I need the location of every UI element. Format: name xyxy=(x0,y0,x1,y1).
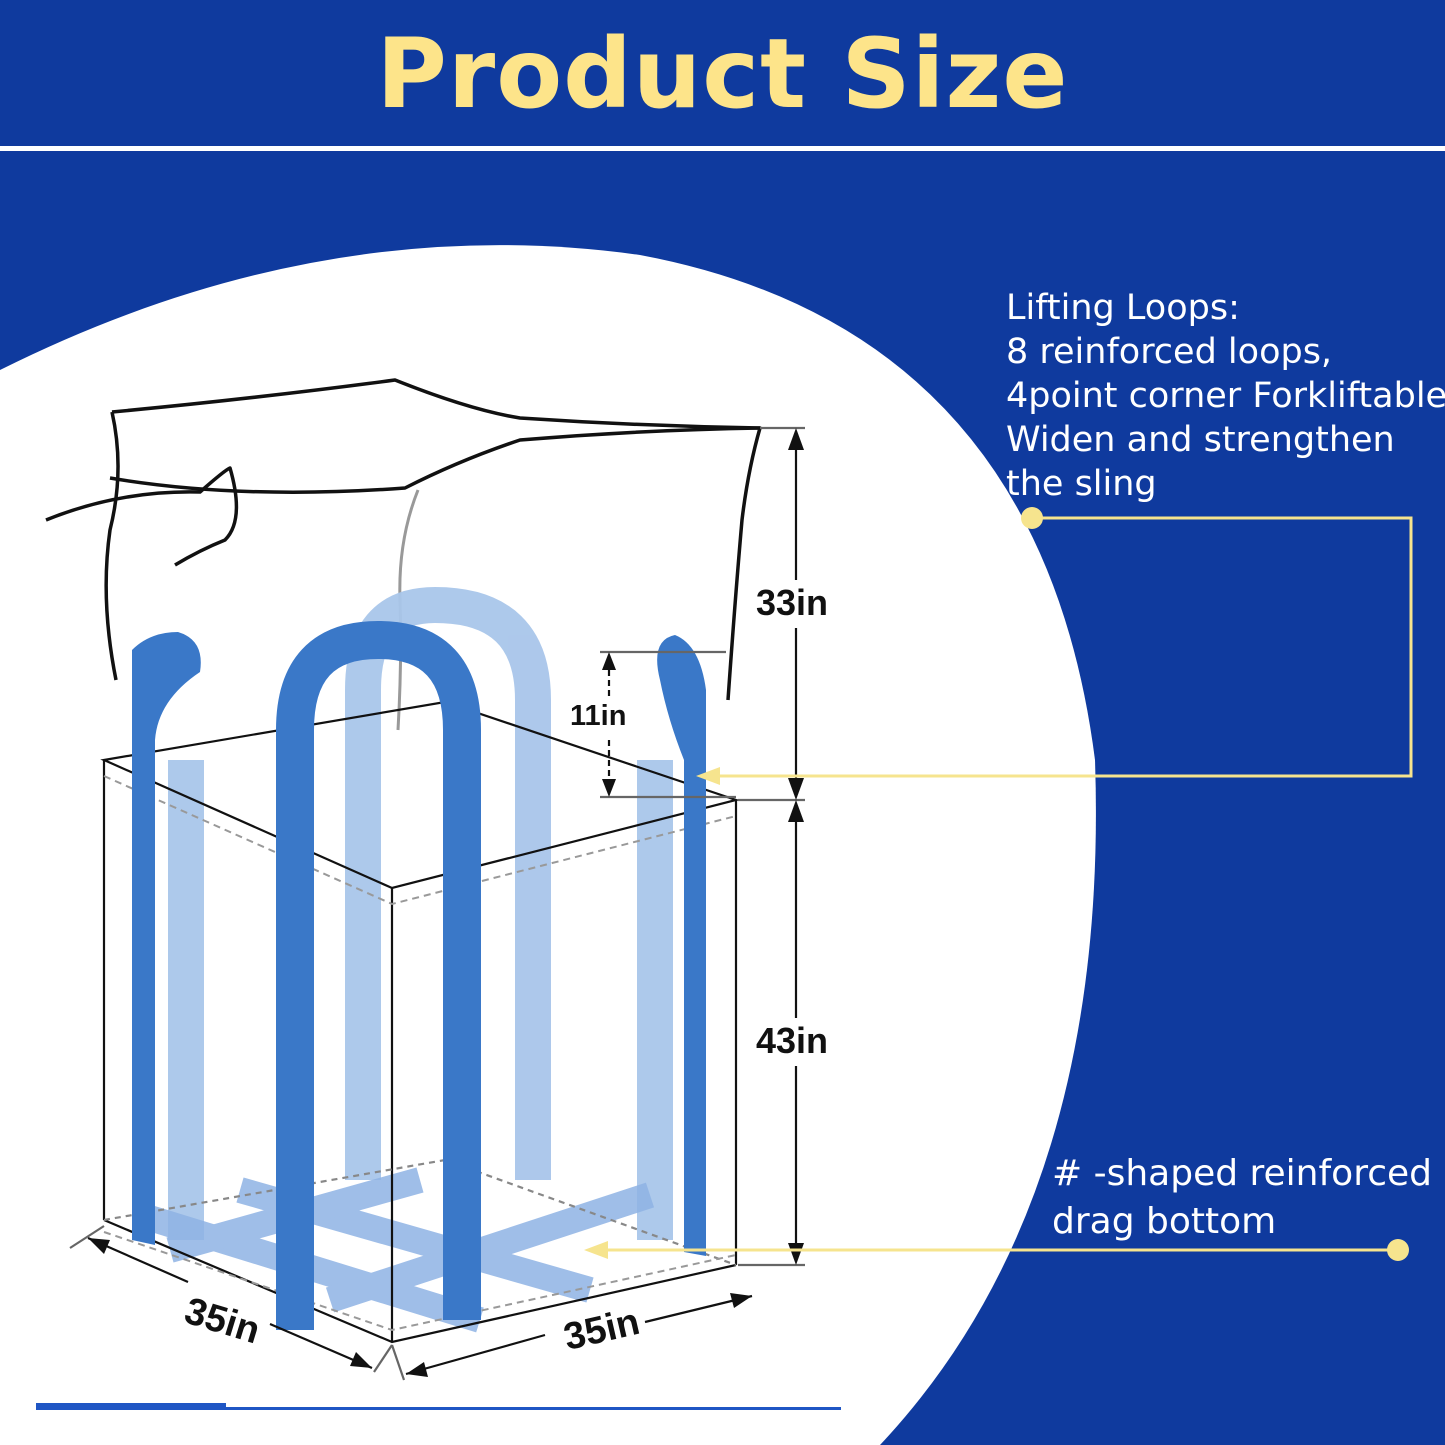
callout-line: # -shaped reinforced xyxy=(1052,1153,1433,1194)
dimension-loop-height: 11in xyxy=(570,700,627,732)
corner-straps xyxy=(132,632,706,1256)
callout-line: drag bottom xyxy=(1052,1201,1277,1242)
front-straps xyxy=(276,620,481,1330)
callout-line: 4point corner Forkliftable. xyxy=(1006,376,1445,416)
callout-connectors xyxy=(600,516,1413,1252)
bottom-callout: # -shaped reinforced drag bottom xyxy=(1052,1150,1432,1246)
dimension-body-height: 43in xyxy=(756,1020,829,1061)
bottom-base-line xyxy=(36,1407,841,1410)
bottom-accent-line xyxy=(36,1403,226,1409)
stitch-lines xyxy=(103,775,737,1332)
callout-markers xyxy=(584,507,1409,1261)
callout-line: Lifting Loops: xyxy=(1006,288,1240,328)
dimension-top-height: 33in xyxy=(756,582,829,623)
callout-line: Widen and strengthen xyxy=(1006,420,1395,460)
callout-line: the sling xyxy=(1006,464,1157,504)
title-divider xyxy=(0,146,1445,151)
callout-line: 8 reinforced loops, xyxy=(1006,332,1333,372)
top-spout xyxy=(45,378,762,701)
arrow-heads xyxy=(88,428,804,1377)
lifting-loops-callout: Lifting Loops: 8 reinforced loops, 4poin… xyxy=(1006,286,1445,506)
page-title: Product Size xyxy=(376,18,1069,130)
